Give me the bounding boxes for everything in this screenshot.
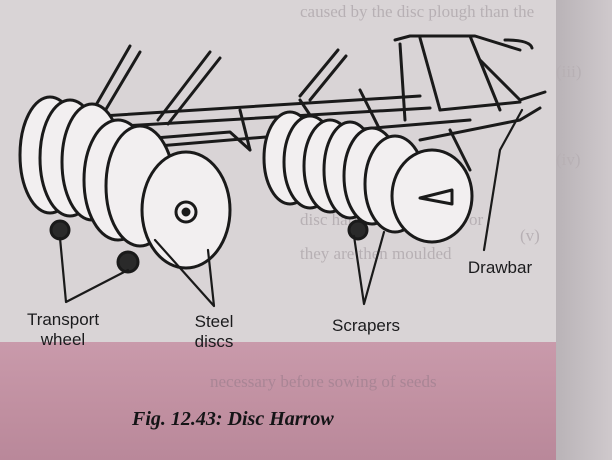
handle <box>308 54 348 102</box>
hitch-frame <box>418 36 442 112</box>
transport-wheel <box>49 219 71 241</box>
frame-bar <box>68 94 422 120</box>
hitch-frame <box>478 58 547 102</box>
bleed-text-line: (v) <box>520 226 540 245</box>
transport-wheel <box>116 250 140 274</box>
label-transport-wheel: Transport wheel <box>8 310 118 350</box>
bleed-text-line: (iv) <box>556 150 581 169</box>
handle <box>298 48 340 98</box>
handle <box>166 56 222 126</box>
frame-bar <box>238 108 252 152</box>
leader-line-scrapers <box>352 230 386 306</box>
hitch-frame <box>503 38 534 50</box>
handle <box>90 44 132 114</box>
label-line: wheel <box>40 330 86 349</box>
pink-margin-band <box>0 342 612 460</box>
bleed-text-line: caused by the disc plough than the <box>300 2 535 21</box>
bleed-text-line: necessary before sowing of seeds <box>210 372 437 391</box>
front-disc-gang <box>262 110 474 244</box>
leader-line-steel-discs <box>153 238 216 308</box>
rear-disc-gang <box>18 95 232 270</box>
frame-bar <box>128 130 252 152</box>
handle <box>156 50 212 122</box>
hitch-frame <box>398 42 407 122</box>
handle <box>100 50 142 118</box>
label-line: discs <box>194 332 234 351</box>
bleed-text-line: (iii) <box>556 62 582 81</box>
label-line: Steel <box>194 312 234 331</box>
leader-line-transport-wheel <box>58 236 130 304</box>
hitch-frame <box>393 34 522 52</box>
hitch-frame <box>468 34 502 112</box>
frame-bar <box>358 88 382 132</box>
transport-wheel <box>347 219 369 241</box>
bleed-text-line: they are then moulded <box>300 244 452 263</box>
label-steel-discs: Steel discs <box>176 312 252 352</box>
page-gutter <box>556 0 612 460</box>
figure-caption: Fig. 12.43: Disc Harrow <box>132 408 334 430</box>
hitch-frame <box>438 100 522 112</box>
leader-line-drawbar <box>482 108 524 252</box>
label-drawbar: Drawbar <box>467 258 533 277</box>
frame-bar <box>86 106 432 130</box>
hitch-frame <box>448 128 472 172</box>
label-scrapers: Scrapers <box>331 316 401 335</box>
label-line: Transport <box>26 310 100 329</box>
